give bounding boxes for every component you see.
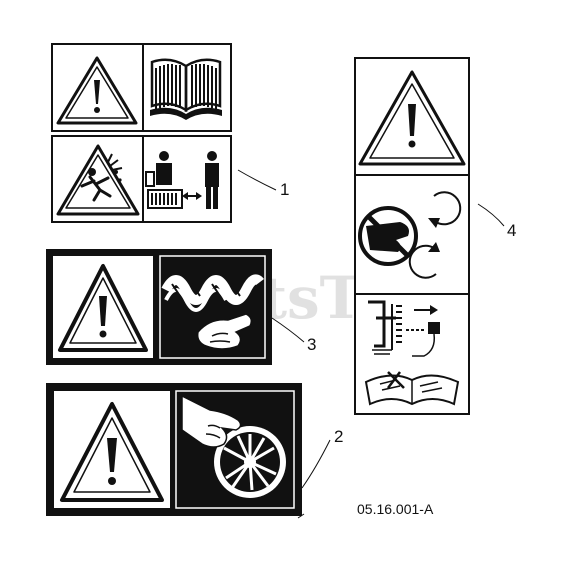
auger-hand-icon <box>161 274 264 350</box>
warning-triangle-icon <box>56 56 138 125</box>
callout-2: 2 <box>334 427 343 446</box>
warning-triangle-icon <box>358 70 466 166</box>
callout-3: 3 <box>307 335 316 354</box>
open-manual-icon <box>150 58 222 120</box>
thrown-object-icon <box>56 144 140 216</box>
decal-4 <box>354 57 470 415</box>
service-manual-icon <box>364 371 460 406</box>
callout-4: 4 <box>507 221 516 240</box>
no-hands-icon <box>358 206 418 266</box>
warning-triangle-icon <box>60 402 164 502</box>
callout-1: 1 <box>280 180 289 199</box>
decal-1 <box>51 43 232 223</box>
warning-triangle-icon <box>58 264 148 352</box>
decal-3 <box>46 249 272 365</box>
rotation-arrows-icon <box>408 191 462 279</box>
impeller-hand-icon <box>181 394 286 498</box>
disengage-clutch-icon <box>368 300 440 357</box>
part-number: 05.16.001-A <box>357 501 434 517</box>
decal-2 <box>46 383 302 516</box>
bystander-distance-icon <box>145 151 219 209</box>
